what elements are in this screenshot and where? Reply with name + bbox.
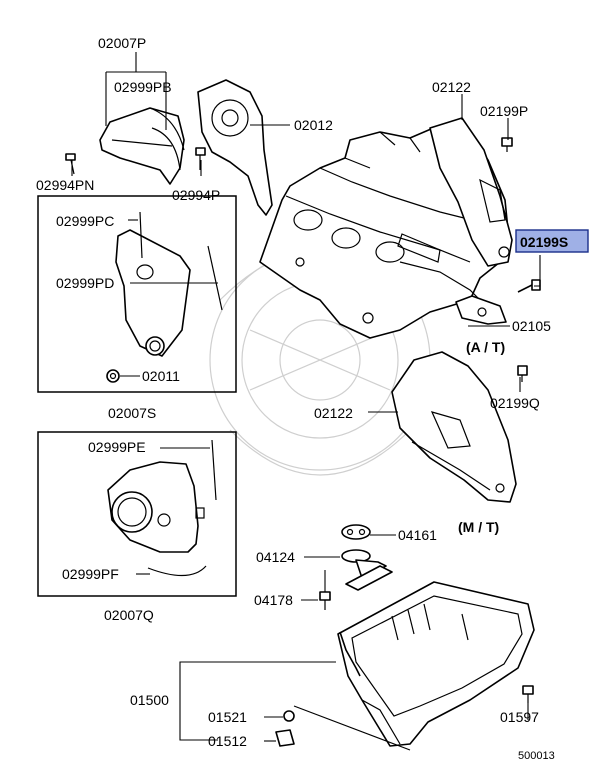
gasket-04161-part[interactable] — [341, 524, 371, 540]
part-labels: 02007P 02999PB 02012 02994PN 02994P 0212… — [36, 35, 568, 762]
label-02994P[interactable]: 02994P — [172, 187, 220, 203]
drain-plug-01512-part[interactable] — [275, 729, 295, 747]
label-02007S[interactable]: 02007S — [108, 405, 156, 421]
seal-strip-pb — [151, 127, 181, 171]
washer-01521-part[interactable] — [283, 710, 295, 722]
grommet-02011-part[interactable] — [106, 369, 120, 383]
seal-strip-pd — [207, 245, 223, 311]
rear-timing-plate-part[interactable] — [197, 79, 273, 216]
label-mt: (M / T) — [458, 519, 499, 535]
label-04161[interactable]: 04161 — [398, 527, 437, 543]
bolt-02994P-part[interactable] — [195, 147, 206, 170]
label-02199Q[interactable]: 02199Q — [490, 395, 540, 411]
bolt-01597-part[interactable] — [522, 685, 534, 703]
diagram-code: 500013 — [518, 750, 555, 762]
label-02999PE[interactable]: 02999PE — [88, 439, 146, 455]
bolt-02199Q-part[interactable] — [517, 365, 528, 382]
label-02999PD[interactable]: 02999PD — [56, 275, 114, 291]
label-04178[interactable]: 04178 — [254, 592, 293, 608]
upper-timing-cover-group — [65, 79, 273, 216]
label-01500[interactable]: 01500 — [130, 692, 169, 708]
middle-timing-cover-part[interactable] — [115, 229, 191, 357]
label-02999PC[interactable]: 02999PC — [56, 213, 114, 229]
oil-strainer-04124-part[interactable] — [341, 549, 393, 591]
leader-lines — [71, 52, 541, 751]
rear-plate-mt-part[interactable] — [391, 351, 517, 503]
bolt-02994PN-part[interactable] — [65, 153, 76, 175]
rear-plate-at-part[interactable] — [429, 117, 513, 267]
seal-strip-pe — [211, 439, 217, 501]
bolt-04178-part[interactable] — [319, 591, 331, 610]
highlight-02199S — [515, 229, 589, 253]
label-01597[interactable]: 01597 — [500, 709, 539, 725]
frame-02007S — [37, 195, 237, 393]
seal-strip-pc — [139, 211, 143, 259]
bolt-02199P-part[interactable] — [501, 137, 513, 152]
seal-strip-pf — [147, 565, 207, 577]
bracket-02105-part[interactable] — [455, 295, 507, 325]
lower-timing-cover-group — [107, 439, 217, 577]
label-02994PN[interactable]: 02994PN — [36, 177, 94, 193]
label-02122-mt[interactable]: 02122 — [314, 405, 353, 421]
label-01512[interactable]: 01512 — [208, 733, 247, 749]
label-02105[interactable]: 02105 — [512, 318, 551, 334]
label-02007Q[interactable]: 02007Q — [104, 607, 154, 623]
label-02011[interactable]: 02011 — [142, 368, 180, 384]
label-02199S[interactable]: 02199S — [520, 234, 568, 250]
frame-02007Q — [37, 431, 237, 597]
oil-pan-01500-part[interactable] — [337, 581, 535, 747]
label-02007P[interactable]: 02007P — [98, 35, 146, 51]
label-02199P[interactable]: 02199P — [480, 103, 528, 119]
label-at: (A / T) — [466, 339, 505, 355]
label-02012[interactable]: 02012 — [294, 117, 333, 133]
label-04124[interactable]: 04124 — [256, 549, 295, 565]
label-02122-at[interactable]: 02122 — [432, 79, 471, 95]
label-02999PB[interactable]: 02999PB — [114, 79, 172, 95]
middle-timing-cover-group — [106, 211, 223, 383]
label-01521[interactable]: 01521 — [208, 709, 247, 725]
label-02999PF[interactable]: 02999PF — [62, 566, 119, 582]
